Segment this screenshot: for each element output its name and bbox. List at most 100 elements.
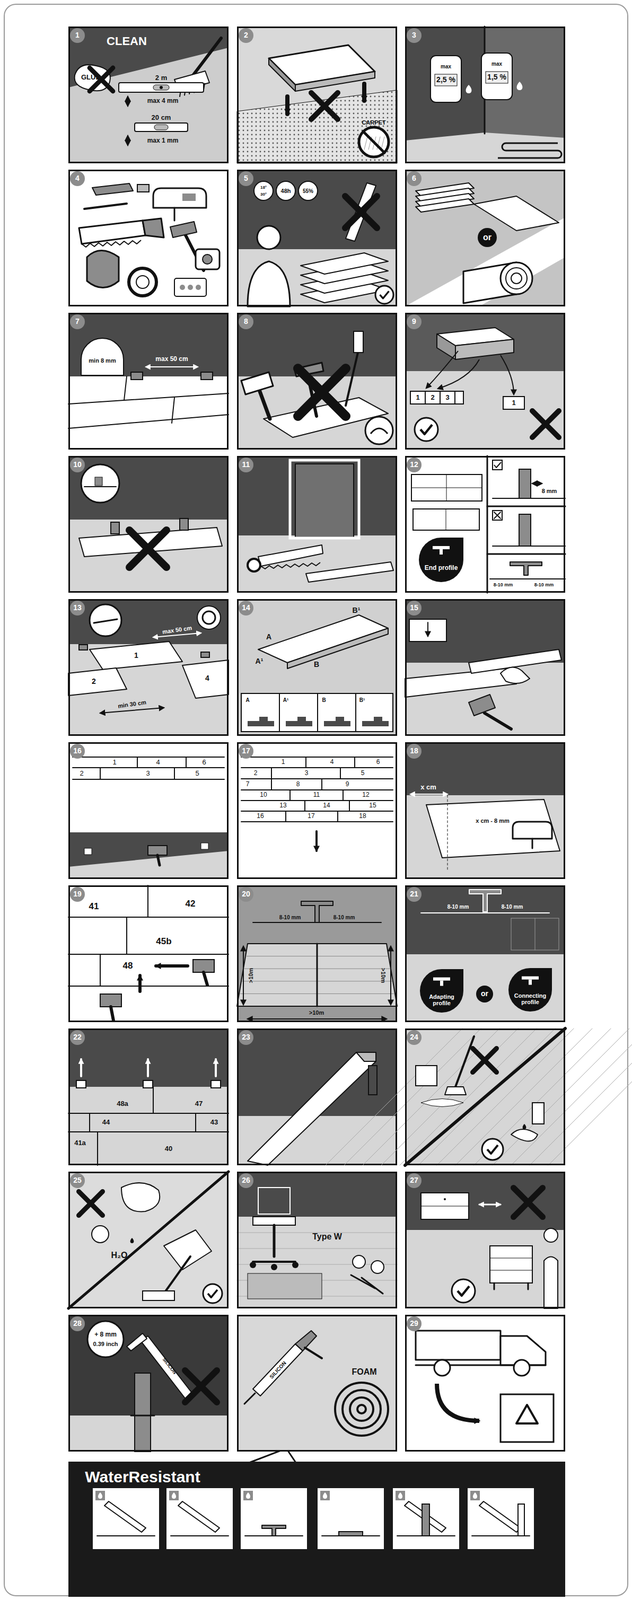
- stroke-line: [445, 508, 447, 531]
- shape-circle: [357, 1405, 366, 1414]
- shape-rect: [353, 331, 364, 353]
- label-text: 2,5 %: [436, 75, 456, 84]
- shape-rect: [238, 27, 397, 163]
- stroke-line: [84, 486, 117, 488]
- stroke-line: [344, 1028, 481, 1166]
- shape-path: [81, 240, 142, 248]
- panel-art: [405, 599, 566, 736]
- shape-rect: [467, 1488, 534, 1550]
- shape-rect: [405, 1314, 566, 1452]
- shape-rect: [110, 522, 120, 534]
- stroke-line: [285, 811, 287, 822]
- art-group: [237, 599, 398, 736]
- shape-path: [508, 968, 552, 1012]
- stroke-line: [311, 92, 338, 120]
- shape-rect: [519, 469, 531, 499]
- shape-path: [370, 428, 388, 434]
- shape-path: [121, 1182, 160, 1212]
- label-text: 1,5 %: [487, 73, 507, 82]
- art-group: [237, 1028, 398, 1166]
- shape-rect: [142, 1291, 175, 1301]
- shape-rect: [68, 885, 229, 1023]
- shape-rect: [200, 843, 209, 850]
- shape-circle: [406, 887, 422, 902]
- label-text: 17: [307, 812, 315, 820]
- step-panel: 29: [405, 1314, 566, 1452]
- shape-path: [426, 799, 560, 858]
- shape-rect: [470, 1490, 480, 1501]
- stroke-line: [173, 207, 176, 221]
- panel-art: [405, 26, 566, 164]
- shape-rect: [238, 1315, 397, 1452]
- stroke-line: [173, 767, 175, 780]
- label-text: min 8 mm: [88, 357, 116, 364]
- stroke-line: [436, 1028, 574, 1166]
- shape-rect: [200, 652, 210, 658]
- art-group: [405, 1314, 566, 1452]
- panel-art: [237, 742, 398, 880]
- stroke-line: [136, 757, 138, 768]
- label-text: 4: [330, 758, 335, 766]
- profile-callout: End profile: [414, 534, 468, 584]
- label-text: GLUE: [81, 73, 101, 82]
- step-number: 3: [411, 31, 417, 40]
- step-panel: 4: [68, 169, 229, 307]
- stroke-line: [548, 1028, 632, 1166]
- shape-path: [252, 1344, 303, 1397]
- shape-path: [469, 889, 502, 912]
- label-text: 5: [195, 769, 199, 778]
- shape-circle: [253, 181, 274, 201]
- shape-circle: [414, 417, 438, 442]
- shape-rect: [79, 644, 88, 651]
- art-group: [237, 312, 398, 450]
- shape-rect: [528, 979, 532, 986]
- label-text: 41a: [74, 1139, 86, 1147]
- shape-circle: [238, 743, 254, 759]
- panel-art: [68, 1314, 229, 1452]
- shape-circle: [69, 314, 85, 330]
- shape-rect: [134, 1373, 151, 1452]
- shape-circle: [257, 225, 281, 250]
- stroke-line: [405, 1028, 566, 1166]
- shape-path: [247, 1052, 376, 1166]
- shape-path: [268, 58, 296, 92]
- shape-rect: [439, 549, 443, 555]
- label-text: B¹: [359, 697, 366, 704]
- shape-path: [415, 1330, 501, 1360]
- shape-circle: [406, 1316, 422, 1332]
- label-text: Adapting profile: [420, 993, 463, 1007]
- shape-path: [163, 1230, 212, 1270]
- shape-path: [479, 1501, 521, 1533]
- shape-path: [510, 562, 542, 576]
- shape-rect: [440, 980, 444, 987]
- shape-rect: [69, 1029, 228, 1165]
- shape-rect: [237, 249, 398, 307]
- label-text: 4: [155, 758, 160, 767]
- label-text: 48a: [116, 1100, 129, 1108]
- shape-rect: [405, 169, 566, 307]
- stroke-line: [532, 410, 559, 438]
- shape-path: [466, 84, 472, 94]
- art-group: [68, 312, 229, 450]
- panel-art: [68, 455, 229, 593]
- step-number: 9: [411, 317, 417, 326]
- panel-art: [412, 966, 471, 1014]
- stroke-line: [493, 1283, 496, 1290]
- label-text: 40: [164, 1145, 173, 1153]
- stroke-line: [285, 96, 290, 114]
- stroke-line: [79, 1191, 103, 1216]
- art-group: [405, 885, 566, 1023]
- step-number: 22: [73, 1033, 82, 1042]
- shape-circle: [91, 1225, 109, 1243]
- stroke-line: [472, 1048, 497, 1073]
- step-panel: 28+ 8 mm0.39 inchSILICON: [68, 1314, 229, 1452]
- shape-circle: [335, 1382, 389, 1436]
- stroke-line: [155, 964, 188, 968]
- step-panel: 10: [68, 455, 229, 593]
- stroke-line: [439, 391, 441, 405]
- step-number: 25: [73, 1176, 82, 1185]
- step-number: 29: [409, 1319, 419, 1328]
- shape-rect: [405, 1028, 566, 1166]
- shape-circle: [159, 85, 163, 90]
- label-text: FOAM: [351, 1367, 377, 1377]
